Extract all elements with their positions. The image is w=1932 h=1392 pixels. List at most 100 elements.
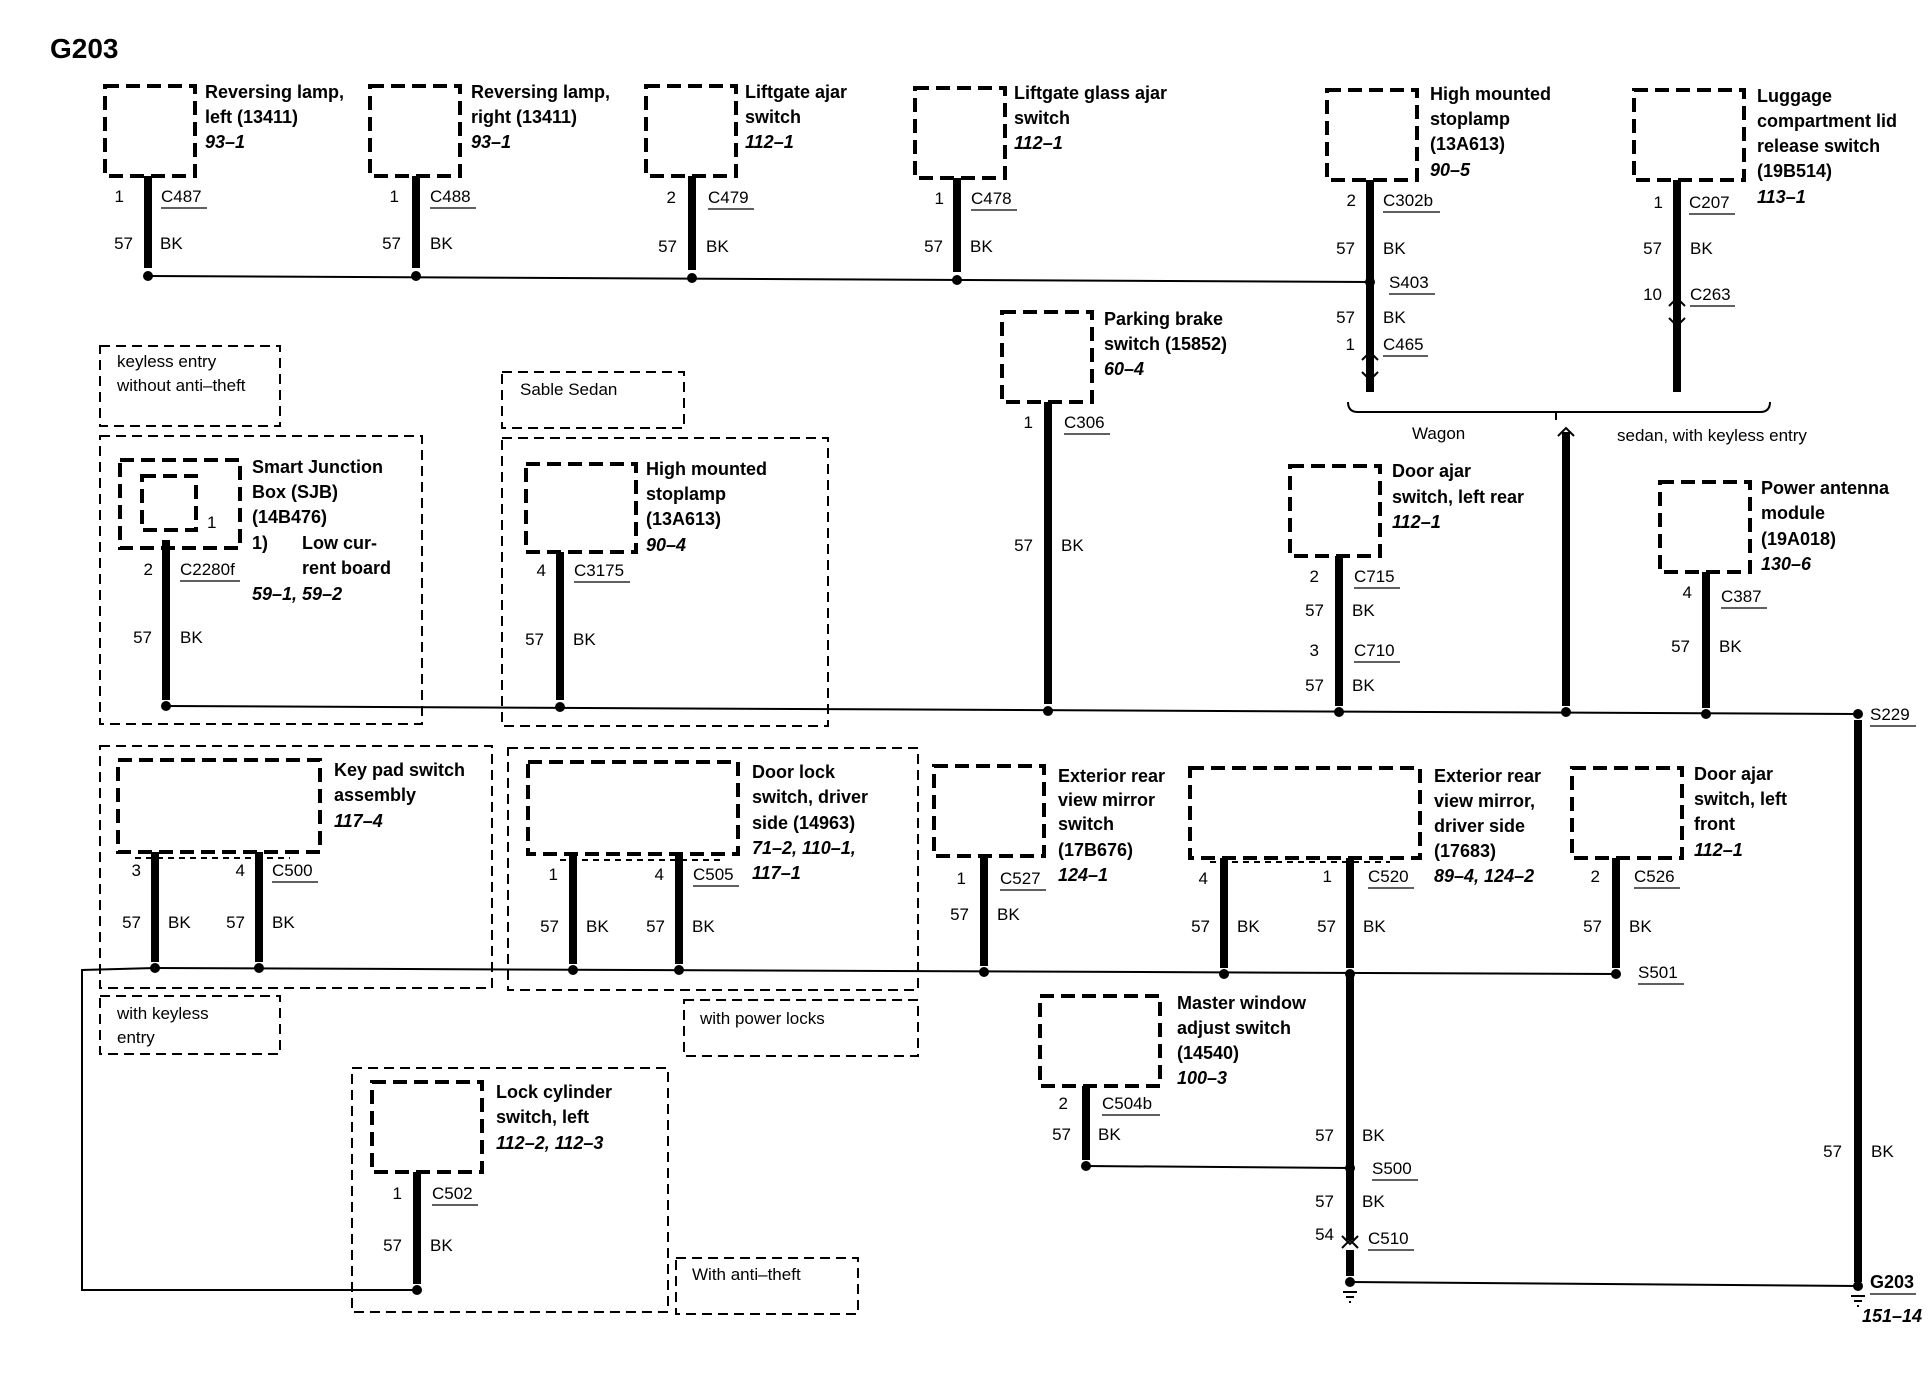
connector-id: C2280f [180, 560, 235, 579]
pin-number: 4 [236, 861, 245, 880]
section-ref: 117–1 [752, 863, 801, 883]
option-note-sedan: sedan, with keyless entry [1617, 426, 1807, 445]
connector-id: C465 [1383, 335, 1424, 354]
component-label: switch [745, 107, 801, 127]
wire-gauge: 57 [1583, 917, 1602, 936]
connector-id: C3175 [574, 561, 624, 580]
wire-gauge: 57 [1191, 917, 1210, 936]
door-ajar-switch-left-front: Door ajar switch, left front 112–1 2 C52… [1570, 764, 1787, 985]
connector-id: C500 [272, 861, 313, 880]
component-label: switch [1058, 814, 1114, 834]
option-keyless-without-anti-theft: keyless entry without anti–theft [99, 345, 281, 427]
pin-number: 3 [132, 861, 141, 880]
component-label: view mirror [1058, 790, 1155, 810]
wire-gauge: 57 [122, 913, 141, 932]
svg-text:1: 1 [207, 513, 216, 532]
component-box [1658, 480, 1752, 574]
connector-id: C387 [1721, 587, 1762, 606]
component-box [1288, 464, 1382, 558]
wire-gauge: 57 [383, 1236, 402, 1255]
section-ref: 100–3 [1177, 1068, 1227, 1088]
wire-color: BK [573, 630, 596, 649]
component-box [1632, 88, 1746, 182]
component-label: Door lock [752, 762, 836, 782]
option-brace [1347, 401, 1771, 413]
option-sable-sedan: Sable Sedan [501, 371, 685, 429]
pin-number: 10 [1643, 285, 1662, 304]
component-label: Door ajar [1694, 764, 1773, 784]
wire-color: BK [1352, 676, 1375, 695]
section-ref: 112–1 [1694, 840, 1743, 860]
component-box [644, 84, 738, 178]
wire-thin [81, 967, 417, 1291]
component-box [1188, 766, 1422, 860]
connector-id: C526 [1634, 867, 1675, 886]
wire-color: BK [1629, 917, 1652, 936]
component-box [913, 86, 1007, 180]
component-label: front [1694, 814, 1735, 834]
section-ref: 59–1, 59–2 [252, 584, 342, 604]
option-with-power-locks: with power locks [683, 999, 919, 1057]
section-ref: 60–4 [1104, 359, 1144, 379]
component-box [103, 84, 197, 178]
wire-gauge: 57 [1823, 1142, 1842, 1161]
parking-brake-switch: Parking brake switch (15852) 60–4 1 C306… [1000, 309, 1227, 716]
exterior-rear-view-mirror-driver-side: Exterior rear view mirror, driver side (… [1188, 766, 1541, 979]
wire-gauge: 57 [924, 237, 943, 256]
splice-id: S403 [1389, 273, 1429, 292]
wire-color: BK [1383, 239, 1406, 258]
component-label: Exterior rear [1434, 766, 1541, 786]
splice-id: S229 [1870, 705, 1910, 724]
pin-number: 1 [393, 1184, 402, 1203]
liftgate-ajar-switch: Liftgate ajar switch 112–1 2 C479 57 BK [644, 82, 847, 283]
pin-number: 1 [1654, 193, 1663, 212]
pin-number: 3 [1310, 641, 1319, 660]
wire-color: BK [1352, 601, 1375, 620]
component-box [118, 458, 242, 550]
component-label: (14540) [1177, 1043, 1239, 1063]
section-ref: 90–5 [1430, 160, 1471, 180]
connector-id: C302b [1383, 191, 1433, 210]
component-label: stoplamp [646, 484, 726, 504]
svg-text:With anti–theft: With anti–theft [692, 1265, 801, 1284]
connector-id: C504b [1102, 1094, 1152, 1113]
wire-color: BK [1098, 1125, 1121, 1144]
component-label: switch, driver [752, 787, 868, 807]
wire-gauge: 54 [1315, 1225, 1334, 1244]
svg-text:without anti–theft: without anti–theft [116, 376, 246, 395]
pin-number: 2 [667, 188, 676, 207]
wire-color: BK [1383, 308, 1406, 327]
ground-point [1853, 1281, 1863, 1291]
ground-icon [1851, 1295, 1865, 1307]
wire-gauge: 57 [1305, 601, 1324, 620]
wire-gauge: 57 [1315, 1126, 1334, 1145]
component-label: Parking brake [1104, 309, 1223, 329]
wire-gauge: 57 [1014, 536, 1033, 555]
high-mounted-stoplamp-wagon: High mounted stoplamp (13A613) 90–5 2 C3… [1325, 84, 1551, 392]
component-label: assembly [334, 785, 416, 805]
ground-bus-bottom [1349, 1281, 1859, 1287]
wire-color: BK [1690, 239, 1713, 258]
component-box [524, 462, 638, 554]
pin-number: 2 [1059, 1094, 1068, 1113]
component-label: Liftgate glass ajar [1014, 83, 1167, 103]
smart-junction-box: 1 Smart Junction Box (SJB) (14B476) 1) L… [99, 435, 423, 725]
pin-number: 4 [655, 865, 664, 884]
splice-id: S501 [1638, 963, 1678, 982]
wire-gauge: 57 [525, 630, 544, 649]
pin-number: 1 [115, 187, 124, 206]
wire-color: BK [168, 913, 191, 932]
component-box [1038, 994, 1162, 1088]
wire-color: BK [706, 237, 729, 256]
option-group [501, 437, 829, 727]
wire-color: BK [1719, 637, 1742, 656]
connector-id: C487 [161, 187, 202, 206]
ground-icon [1343, 1291, 1357, 1303]
wire-gauge: 57 [1671, 637, 1690, 656]
key-pad-switch-assembly: Key pad switch assembly 117–4 3 4 C500 5… [99, 745, 493, 989]
svg-text:Sable Sedan: Sable Sedan [520, 380, 617, 399]
component-label: left (13411) [205, 107, 298, 127]
pin-number: 1 [957, 869, 966, 888]
ground-bus-top [147, 275, 1371, 283]
